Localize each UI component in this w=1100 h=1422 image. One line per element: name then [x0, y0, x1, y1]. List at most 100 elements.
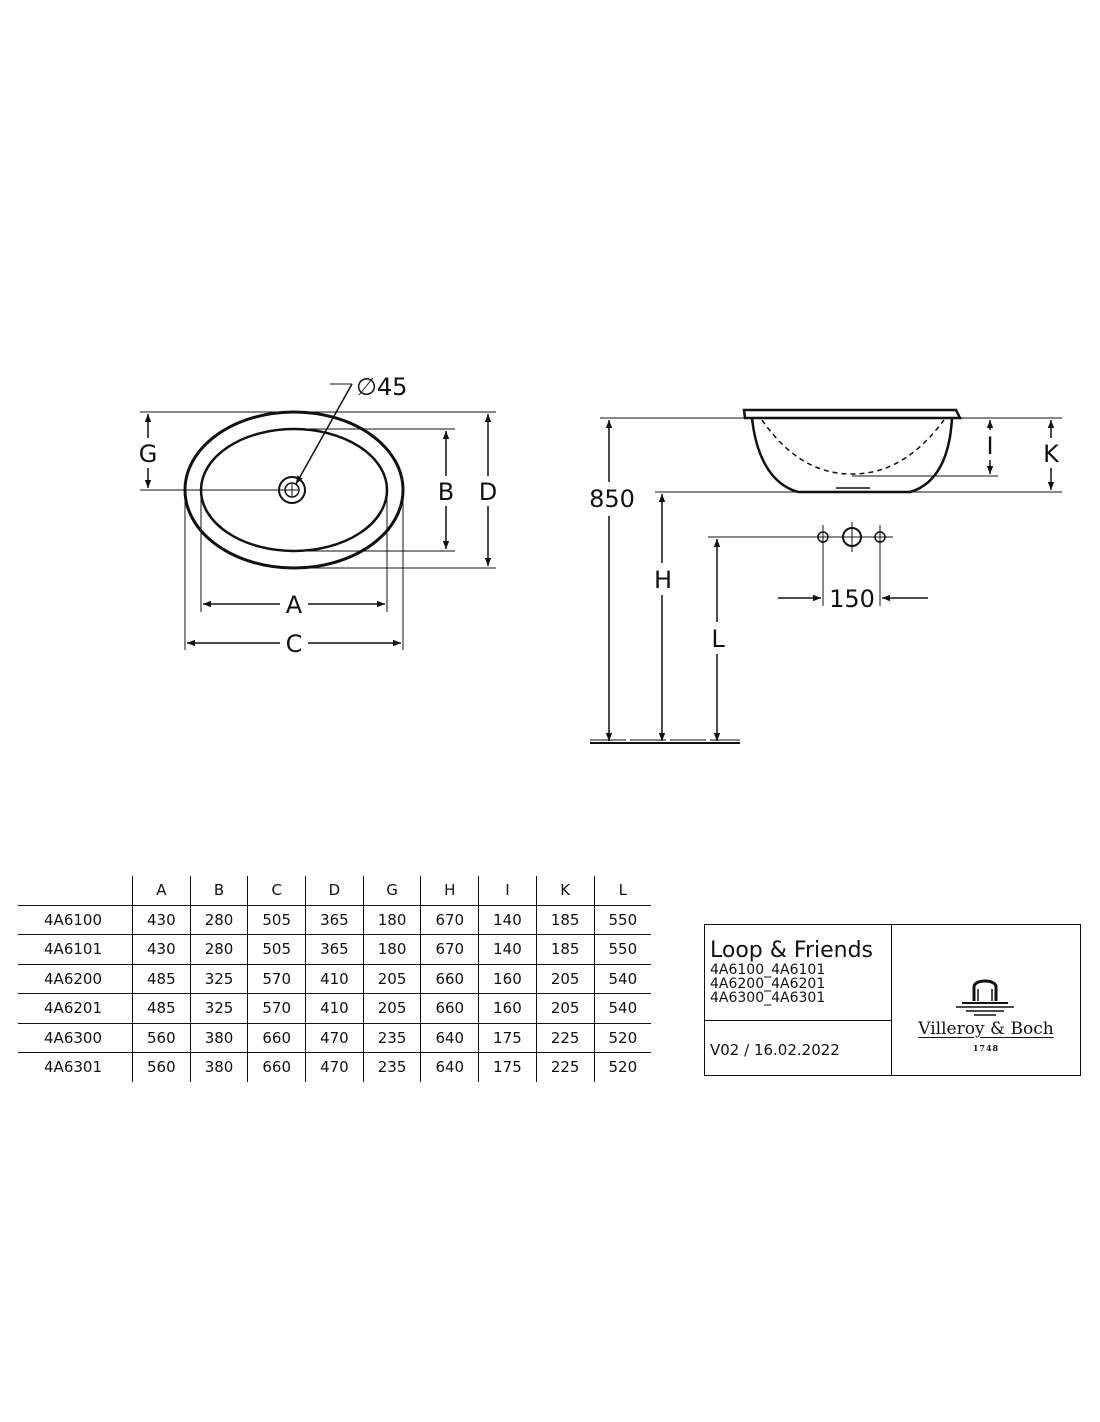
top-view: ∅45 G B D A C [134, 373, 502, 658]
side-view: 850 H L I K [586, 408, 1065, 744]
table-header-c: C [247, 876, 306, 906]
dim-label-l: L [711, 625, 725, 653]
table-cell: 640 [420, 1023, 479, 1053]
table-cell-model: 4A6200 [18, 964, 133, 994]
table-cell: 380 [189, 1023, 248, 1053]
table-header-i: I [478, 876, 537, 906]
dim-label-h: H [654, 566, 672, 594]
table-cell: 520 [593, 1052, 652, 1082]
basin-inner-dashed [761, 419, 945, 475]
table-cell: 410 [305, 964, 364, 994]
dim-label-i: I [986, 432, 993, 460]
table-cell: 225 [535, 1052, 594, 1082]
table-cell: 235 [362, 1052, 421, 1082]
brand-logo: Villeroy & Boch 1748 [892, 925, 1080, 1075]
dim-label-d: D [479, 478, 497, 506]
table-cell: 430 [132, 934, 191, 965]
table-cell: 410 [305, 993, 364, 1024]
table-cell-model: 4A6100 [18, 905, 133, 935]
table-cell: 660 [420, 993, 479, 1024]
table-row: 4A6301 560 380 660 470 235 640 175 225 5… [18, 1052, 652, 1082]
table-cell: 280 [189, 934, 248, 965]
table-header-row: A B C D G H I K L [18, 876, 652, 906]
table-cell: 205 [362, 993, 421, 1024]
table-cell: 540 [593, 964, 652, 994]
table-row: 4A6100 430 280 505 365 180 670 140 185 5… [18, 905, 652, 935]
article-numbers-1: 4A6100_4A6101 [710, 962, 826, 978]
table-cell: 560 [132, 1052, 191, 1082]
table-cell: 365 [305, 905, 364, 935]
table-cell: 505 [247, 905, 306, 935]
table-header-model [18, 876, 133, 906]
table-cell: 205 [535, 964, 594, 994]
table-cell: 570 [247, 964, 306, 994]
table-row: 4A6300 560 380 660 470 235 640 175 225 5… [18, 1023, 652, 1053]
tap-hole-left [817, 525, 829, 549]
table-cell: 205 [535, 993, 594, 1024]
title-block-product: Loop & Friends 4A6100_4A6101 4A6200_4A62… [705, 925, 891, 1021]
table-cell: 175 [478, 1052, 537, 1082]
table-cell: 160 [478, 964, 537, 994]
table-cell: 185 [535, 905, 594, 935]
dim-label-b: B [438, 478, 454, 506]
table-cell: 550 [593, 934, 652, 965]
table-cell: 325 [189, 993, 248, 1024]
brand-year: 1748 [972, 1043, 1000, 1053]
table-cell: 280 [189, 905, 248, 935]
brand-name: Villeroy & Boch [918, 1019, 1054, 1039]
article-numbers-2: 4A6200_4A6201 [710, 976, 826, 992]
table-cell: 550 [593, 905, 652, 935]
table-header-h: H [420, 876, 479, 906]
table-cell: 660 [247, 1023, 306, 1053]
drain-diameter-label: ∅45 [356, 373, 407, 401]
table-cell-model: 4A6101 [18, 934, 133, 965]
table-cell: 175 [478, 1023, 537, 1053]
table-cell: 470 [305, 1023, 364, 1053]
table-cell: 660 [420, 964, 479, 994]
table-cell: 140 [478, 905, 537, 935]
table-cell: 485 [132, 964, 191, 994]
table-cell: 660 [247, 1052, 306, 1082]
table-cell-model: 4A6201 [18, 993, 133, 1024]
dim-label-c: C [286, 630, 303, 658]
dim-label-k: K [1043, 440, 1060, 468]
table-cell: 520 [593, 1023, 652, 1053]
table-cell: 325 [189, 964, 248, 994]
table-cell-model: 4A6301 [44, 1058, 102, 1077]
table-cell: 235 [362, 1023, 421, 1053]
spacing-150-label: 150 [829, 585, 875, 613]
title-block: Loop & Friends 4A6100_4A6101 4A6200_4A62… [704, 924, 1081, 1076]
drain-leader [295, 383, 353, 485]
basin-bowl-profile [750, 417, 954, 494]
table-header-b: B [189, 876, 248, 906]
table-cell: 225 [535, 1023, 594, 1053]
table-cell: 540 [593, 993, 652, 1024]
table-row: 4A6201 485 325 570 410 205 660 160 205 5… [18, 993, 652, 1024]
table-header-g: G [362, 876, 421, 906]
table-cell: 505 [247, 934, 306, 965]
table-cell-model: 4A6300 [18, 1023, 133, 1053]
height-850-label: 850 [589, 485, 635, 513]
table-row: 4A6101 430 280 505 365 180 670 140 185 5… [18, 934, 652, 965]
table-cell: 365 [305, 934, 364, 965]
table-cell: 670 [420, 934, 479, 965]
tap-hole-center [842, 522, 862, 552]
article-numbers-3: 4A6300_4A6301 [710, 990, 826, 1006]
dim-label-g: G [139, 440, 158, 468]
table-cell: 380 [189, 1052, 248, 1082]
table-cell: 160 [478, 993, 537, 1024]
tap-hole-right [874, 525, 886, 549]
table-cell: 180 [362, 905, 421, 935]
table-cell: 670 [420, 905, 479, 935]
table-cell: 485 [132, 993, 191, 1024]
product-name: Loop & Friends [710, 938, 874, 963]
table-cell: 430 [132, 905, 191, 935]
table-cell: 140 [478, 934, 537, 965]
version-date: V02 / 16.02.2022 [710, 1041, 840, 1059]
table-cell: 180 [362, 934, 421, 965]
table-cell: 205 [362, 964, 421, 994]
table-row: 4A6200 485 325 570 410 205 660 160 205 5… [18, 964, 652, 994]
table-header-l: L [593, 876, 652, 906]
table-header-d: D [305, 876, 364, 906]
